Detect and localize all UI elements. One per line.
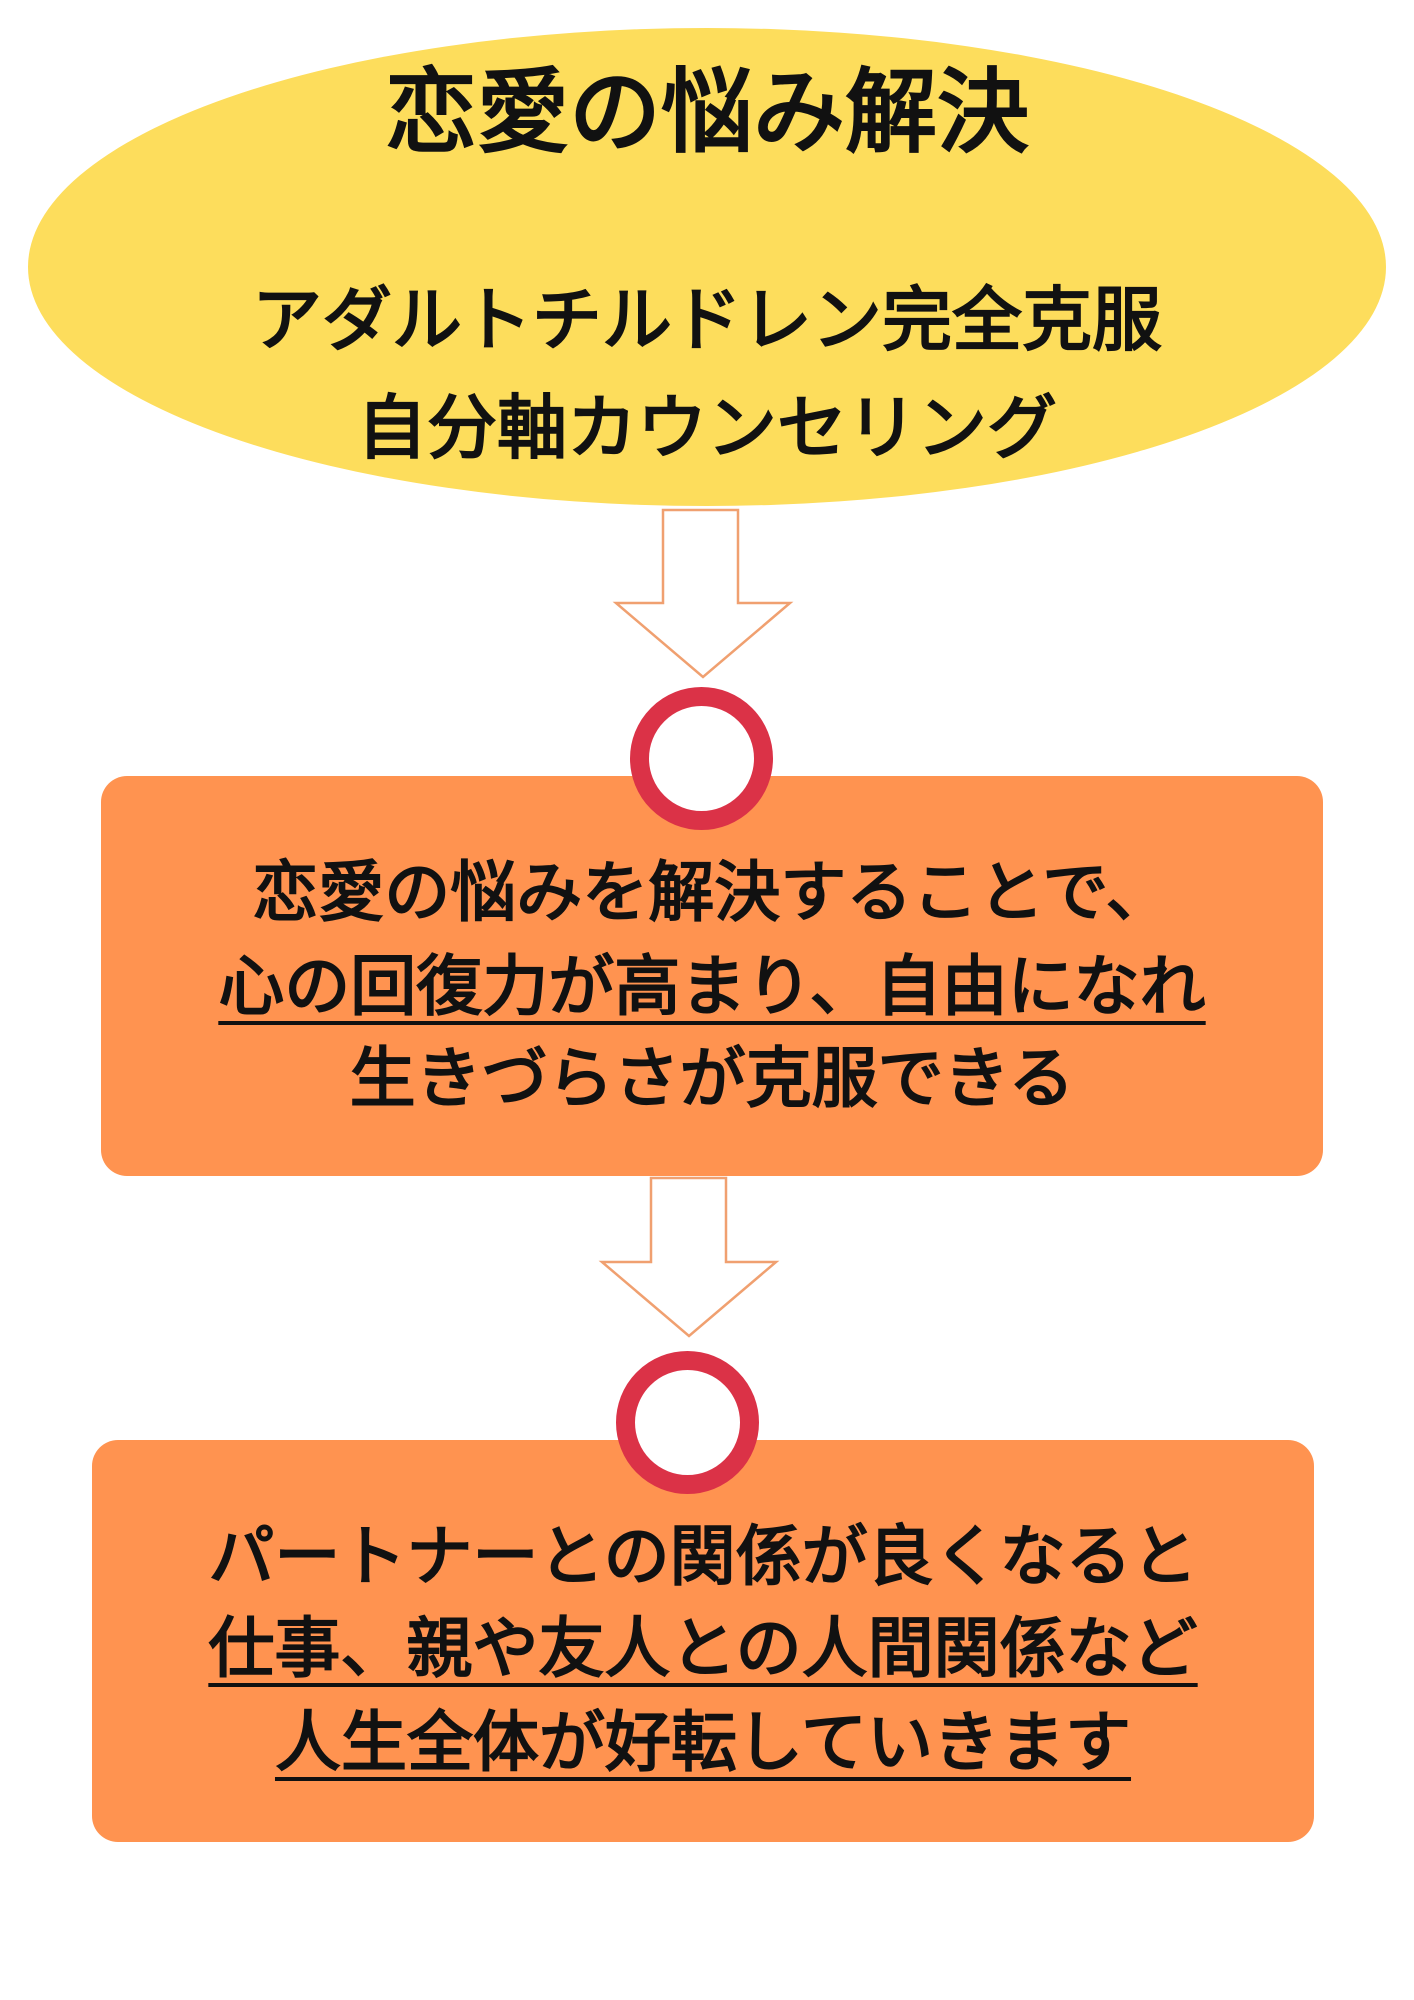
main-title: 恋愛の悩み解決	[384, 58, 1029, 166]
benefit-2-line-3: 人生全体が好転していきます	[274, 1704, 1132, 1781]
benefit-box-1: 恋愛の悩みを解決することで、 心の回復力が高まり、自由になれ 生きづらさが克服で…	[101, 776, 1323, 1176]
benefit-2-line-1: パートナーとの関係が良くなると	[208, 1518, 1198, 1595]
down-arrow-2	[598, 1176, 780, 1338]
benefit-1-line-2: 心の回復力が高まり、自由になれ	[218, 948, 1206, 1025]
benefit-box-2: パートナーとの関係が良くなると 仕事、親や友人との人間関係など 人生全体が好転し…	[92, 1440, 1314, 1842]
check-circle-icon-2	[616, 1351, 759, 1494]
down-arrow-1	[612, 508, 794, 679]
check-circle-icon-1	[630, 687, 773, 830]
subtitle-line-2: 自分軸カウンセリング	[357, 387, 1057, 469]
benefit-1-line-1: 恋愛の悩みを解決することで、	[252, 854, 1172, 931]
benefit-2-line-2: 仕事、親や友人との人間関係など	[208, 1610, 1198, 1687]
subtitle-line-1: アダルトチルドレン完全克服	[252, 279, 1162, 361]
benefit-1-line-3: 生きづらさが克服できる	[349, 1040, 1075, 1117]
header-ellipse	[28, 28, 1386, 506]
